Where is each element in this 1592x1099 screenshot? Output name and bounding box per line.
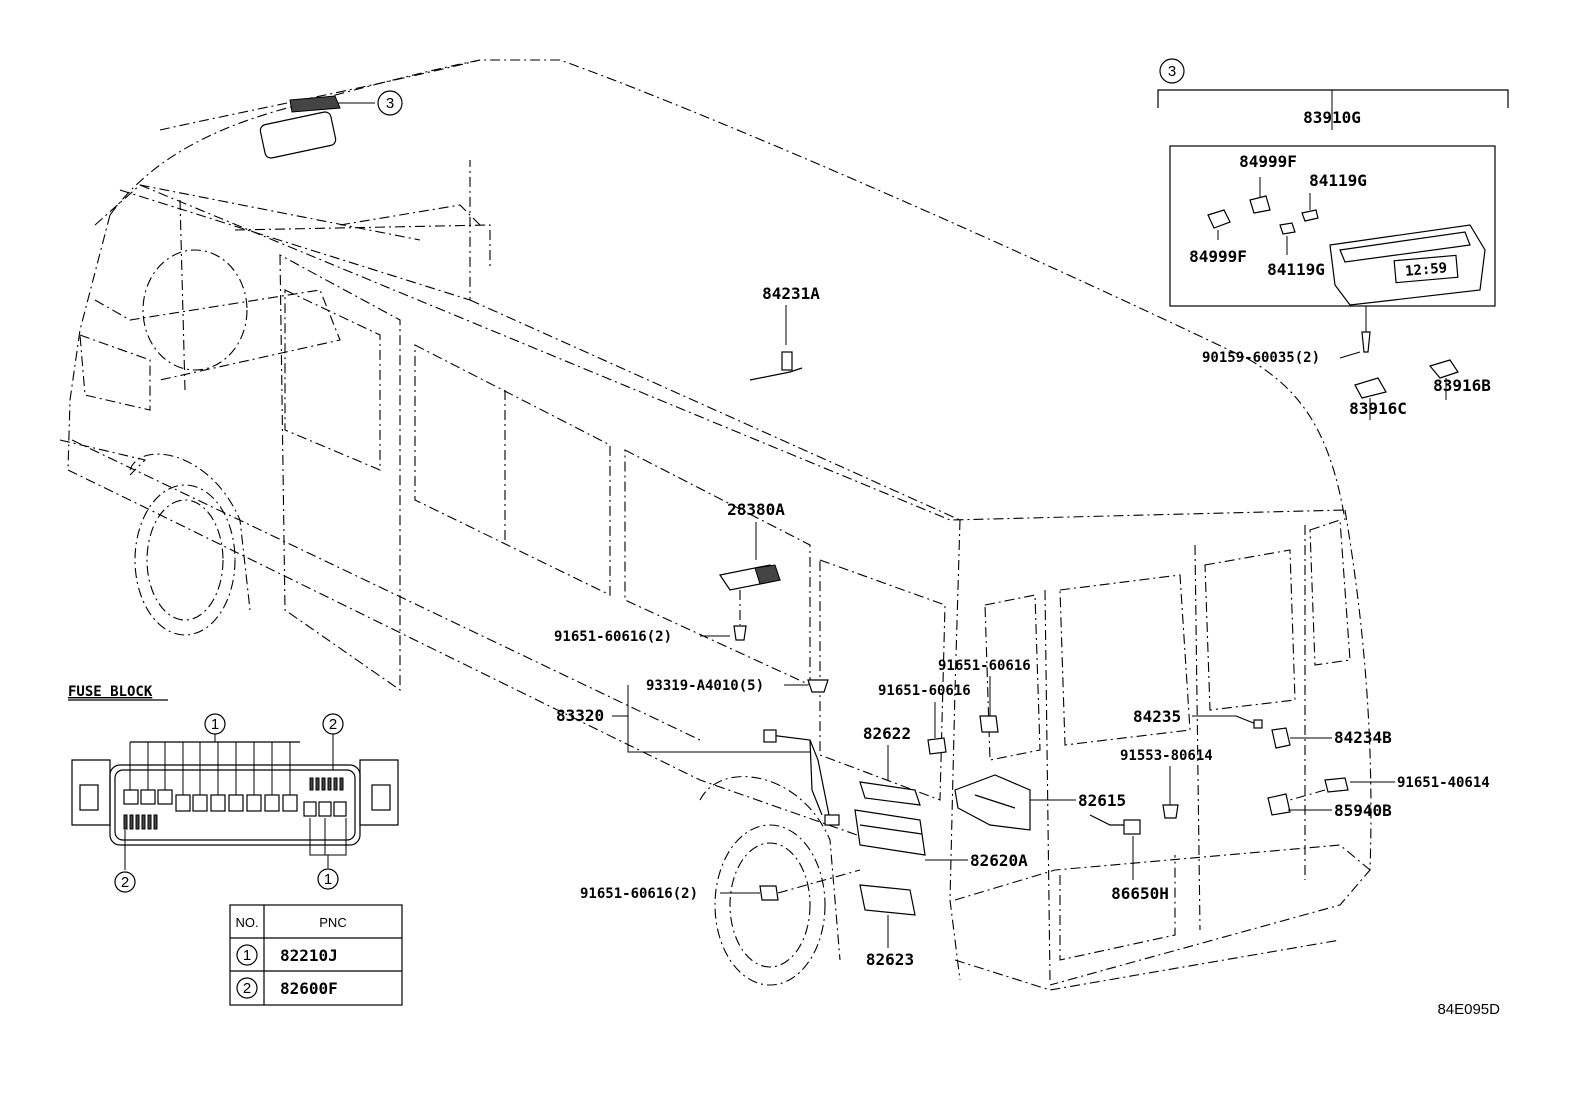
label-91651-60616-2a: 91651-60616(2) bbox=[554, 629, 672, 645]
svg-text:2: 2 bbox=[121, 874, 129, 891]
label-82615: 82615 bbox=[1078, 791, 1126, 810]
fuse-block-diagram: FUSE BLOCK 1 2 bbox=[68, 684, 399, 893]
label-85940B: 85940B bbox=[1334, 801, 1392, 820]
figure-code: 84E095D bbox=[1437, 1001, 1500, 1018]
label-82623: 82623 bbox=[866, 950, 914, 969]
pnc-table: NO. PNC 1 82210J 2 82600F bbox=[229, 904, 403, 1006]
clock-display-text: 12:59 bbox=[1404, 260, 1447, 280]
callout-circle-3-top: 3 bbox=[377, 90, 403, 116]
label-84999F-a: 84999F bbox=[1239, 152, 1297, 171]
label-86650H: 86650H bbox=[1111, 884, 1169, 903]
inset-clock-assembly: 3 83910G 84999F 84119G 84999F 84119G 12:… bbox=[1157, 58, 1509, 420]
table-row1-pnc: 82210J bbox=[280, 946, 338, 965]
label-84234B: 84234B bbox=[1334, 728, 1392, 747]
label-91651-60616-2b: 91651-60616(2) bbox=[580, 886, 698, 902]
part-82615: 82615 bbox=[954, 774, 1126, 831]
label-82620A: 82620A bbox=[970, 851, 1028, 870]
label-84119G-a: 84119G bbox=[1309, 171, 1367, 190]
label-91651-60616-a: 91651-60616 bbox=[938, 658, 1031, 674]
label-91553-80614: 91553-80614 bbox=[1120, 748, 1213, 764]
label-84119G-b: 84119G bbox=[1267, 260, 1325, 279]
svg-text:1: 1 bbox=[211, 716, 219, 733]
label-91651-40614: 91651-40614 bbox=[1397, 775, 1490, 791]
part-28380A: 28380A 91651-60616(2) bbox=[554, 500, 785, 645]
svg-text:3: 3 bbox=[1168, 63, 1176, 80]
table-header-no: NO. bbox=[235, 915, 258, 930]
relay-block-parts: 82622 82620A 82623 91651-60616(2) bbox=[580, 724, 1028, 969]
part-84235-84234B: 84235 84234B bbox=[1133, 707, 1392, 749]
svg-text:1: 1 bbox=[324, 871, 332, 888]
fuse-block-title: FUSE BLOCK bbox=[68, 684, 153, 700]
roof-clock-part bbox=[259, 95, 375, 159]
label-93319-A4010: 93319-A4010(5) bbox=[646, 678, 764, 694]
label-83916B: 83916B bbox=[1433, 376, 1491, 395]
label-84999F-b: 84999F bbox=[1189, 247, 1247, 266]
svg-text:2: 2 bbox=[329, 716, 337, 733]
label-91651-60616-b: 91651-60616 bbox=[878, 683, 971, 699]
bolts-91651-60616: 91651-60616 91651-60616 bbox=[878, 658, 1031, 755]
relay-stripes bbox=[123, 777, 344, 830]
label-83910G: 83910G bbox=[1303, 108, 1361, 127]
part-84231A: 84231A bbox=[749, 284, 820, 381]
table-row2-no: 2 bbox=[243, 980, 251, 997]
part-85940B: 91651-40614 85940B bbox=[1267, 775, 1490, 820]
label-83320: 83320 bbox=[556, 706, 604, 725]
part-83320-harness: 93319-A4010(5) 83320 bbox=[556, 678, 840, 826]
part-86650H: 91553-80614 86650H bbox=[1089, 748, 1213, 903]
fuse-stems bbox=[129, 742, 291, 795]
label-84235: 84235 bbox=[1133, 707, 1181, 726]
label-90159-60035: 90159-60035(2) bbox=[1202, 350, 1320, 366]
table-header-pnc: PNC bbox=[319, 915, 346, 930]
label-28380A: 28380A bbox=[727, 500, 785, 519]
table-row2-pnc: 82600F bbox=[280, 979, 338, 998]
table-row1-no: 1 bbox=[243, 947, 251, 964]
label-83916C: 83916C bbox=[1349, 399, 1407, 418]
fuse-cells bbox=[123, 789, 347, 817]
label-82622: 82622 bbox=[863, 724, 911, 743]
label-84231A: 84231A bbox=[762, 284, 820, 303]
svg-text:3: 3 bbox=[386, 95, 394, 112]
van-outline bbox=[59, 59, 1372, 991]
